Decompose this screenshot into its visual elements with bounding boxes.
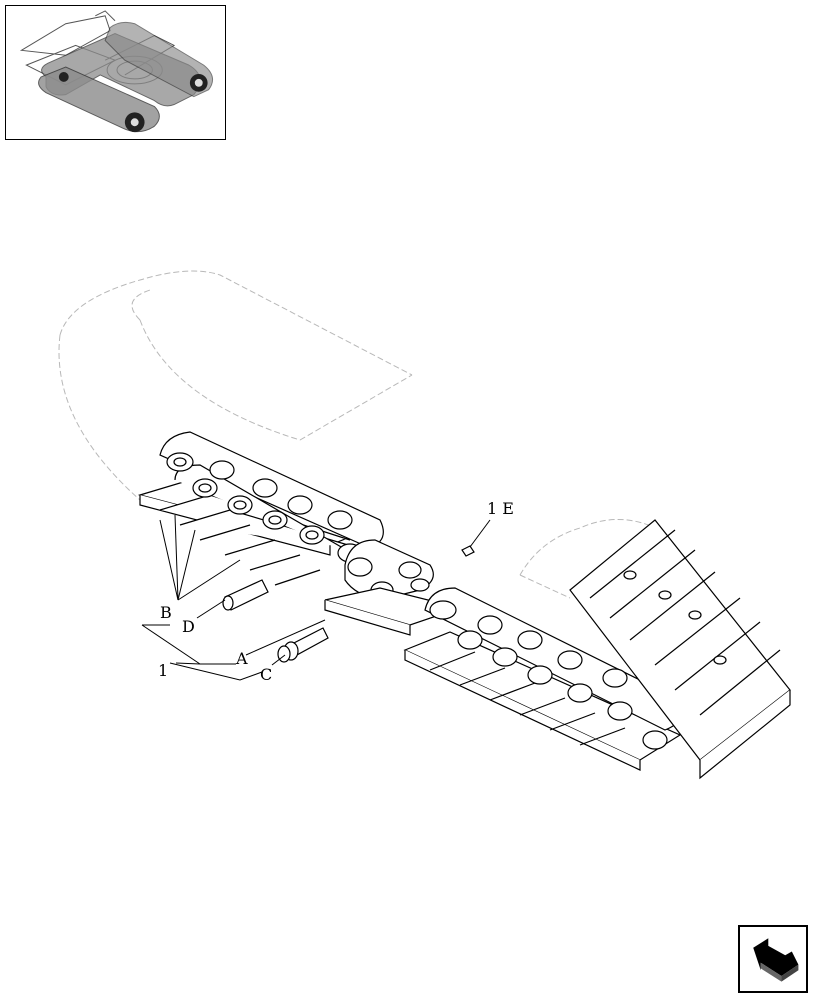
return-nav-button[interactable] <box>738 925 808 993</box>
track-pin-c <box>277 627 329 663</box>
callout-1: 1 <box>158 661 168 680</box>
track-chain-segment-left <box>137 431 384 586</box>
track-link-single <box>324 539 463 636</box>
track-ghost-outline-left <box>58 270 413 501</box>
callout-c: C <box>260 665 272 684</box>
track-chain-segment-right <box>403 519 791 780</box>
callout-1e: 1 E <box>487 499 514 518</box>
master-pin-part-1e <box>461 545 475 557</box>
track-pin-d <box>222 579 269 611</box>
callout-d: D <box>182 617 195 636</box>
track-ghost-outline-right <box>519 519 661 599</box>
callout-leader-lines <box>141 514 491 681</box>
undercarriage-thumbnail-image <box>19 10 214 133</box>
return-arrow-icon <box>753 938 799 982</box>
callout-b: B <box>160 603 172 622</box>
locator-thumbnail <box>5 5 226 140</box>
callout-a: A <box>235 649 248 668</box>
